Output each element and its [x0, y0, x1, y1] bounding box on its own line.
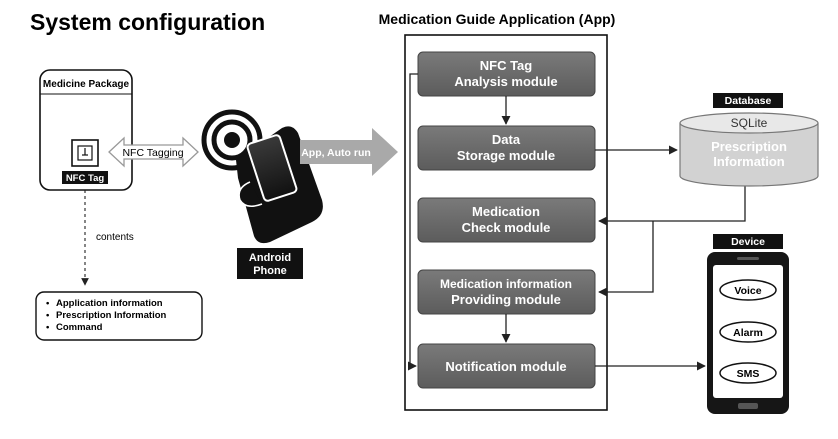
- device-label: Device: [731, 236, 765, 248]
- nfc-tag-label-bg: [62, 171, 108, 184]
- database-label-bg: [713, 93, 783, 108]
- module-nfc-analysis: NFC Tag Analysis module: [417, 51, 596, 97]
- app-auto-run-arrow: [300, 128, 398, 176]
- page-title: System configuration: [30, 9, 265, 35]
- contents-box: [35, 291, 203, 341]
- database-cylinder: SQLite Prescription Information: [679, 112, 819, 187]
- database-engine: SQLite: [731, 116, 768, 130]
- contents-item-bullet-2: •: [46, 310, 50, 321]
- android-phone-label-bg: [237, 248, 303, 279]
- device-label-bg: [713, 234, 783, 249]
- app-title: Medication Guide Application (App): [379, 11, 616, 27]
- medicine-package-label: Medicine Package: [43, 79, 130, 90]
- contents-label: contents: [96, 232, 134, 243]
- device-sms-label: SMS: [737, 368, 760, 380]
- module-medication-check: Medication Check module: [417, 197, 596, 243]
- hand-phone-icon: [201, 109, 323, 244]
- device-sms-button[interactable]: SMS: [719, 362, 777, 384]
- module-medication-info-providing: Medication information Providing module: [417, 269, 596, 315]
- module-medication-info-line2: Providing module: [451, 292, 561, 307]
- device-alarm-label: Alarm: [733, 327, 763, 339]
- module-notification-label: Notification module: [445, 359, 566, 374]
- nfc-tagging-label: NFC Tagging: [122, 147, 183, 159]
- database-line1: Prescription: [711, 139, 787, 154]
- contents-item-bullet-1: •: [46, 298, 50, 309]
- module-medication-check-line2: Check module: [462, 220, 551, 235]
- contents-item-2: Prescription Information: [56, 310, 167, 321]
- contents-item-1: Application information: [56, 298, 163, 309]
- nfc-tag-label: NFC Tag: [66, 173, 105, 184]
- database-line2: Information: [713, 154, 785, 169]
- arrow-database-to-providing: [598, 221, 654, 297]
- android-phone-line1: Android: [249, 252, 291, 264]
- device-voice-button[interactable]: Voice: [719, 279, 777, 301]
- arrow-analysis-to-notification: [407, 73, 418, 371]
- nfc-tagging-arrow: [108, 136, 199, 168]
- arrow-database-to-check: [598, 182, 746, 226]
- module-medication-info-line1: Medication information: [440, 277, 572, 291]
- nfc-tag-icon: [71, 139, 99, 167]
- android-phone-line2: Phone: [253, 265, 287, 277]
- medicine-package: Medicine Package: [39, 69, 133, 191]
- module-data-storage-line1: Data: [492, 132, 521, 147]
- database-label: Database: [725, 95, 772, 107]
- module-nfc-analysis-line2: Analysis module: [454, 74, 557, 89]
- contents-item-bullet-3: •: [46, 322, 50, 333]
- module-data-storage-line2: Storage module: [457, 148, 555, 163]
- module-notification: Notification module: [417, 343, 596, 389]
- module-nfc-analysis-line1: NFC Tag: [480, 58, 533, 73]
- module-data-storage: Data Storage module: [417, 125, 596, 171]
- device-alarm-button[interactable]: Alarm: [719, 321, 777, 343]
- contents-item-3: Command: [56, 322, 103, 333]
- app-auto-run-label: App, Auto run: [301, 147, 371, 159]
- module-medication-check-line1: Medication: [472, 204, 540, 219]
- device-voice-label: Voice: [734, 285, 761, 297]
